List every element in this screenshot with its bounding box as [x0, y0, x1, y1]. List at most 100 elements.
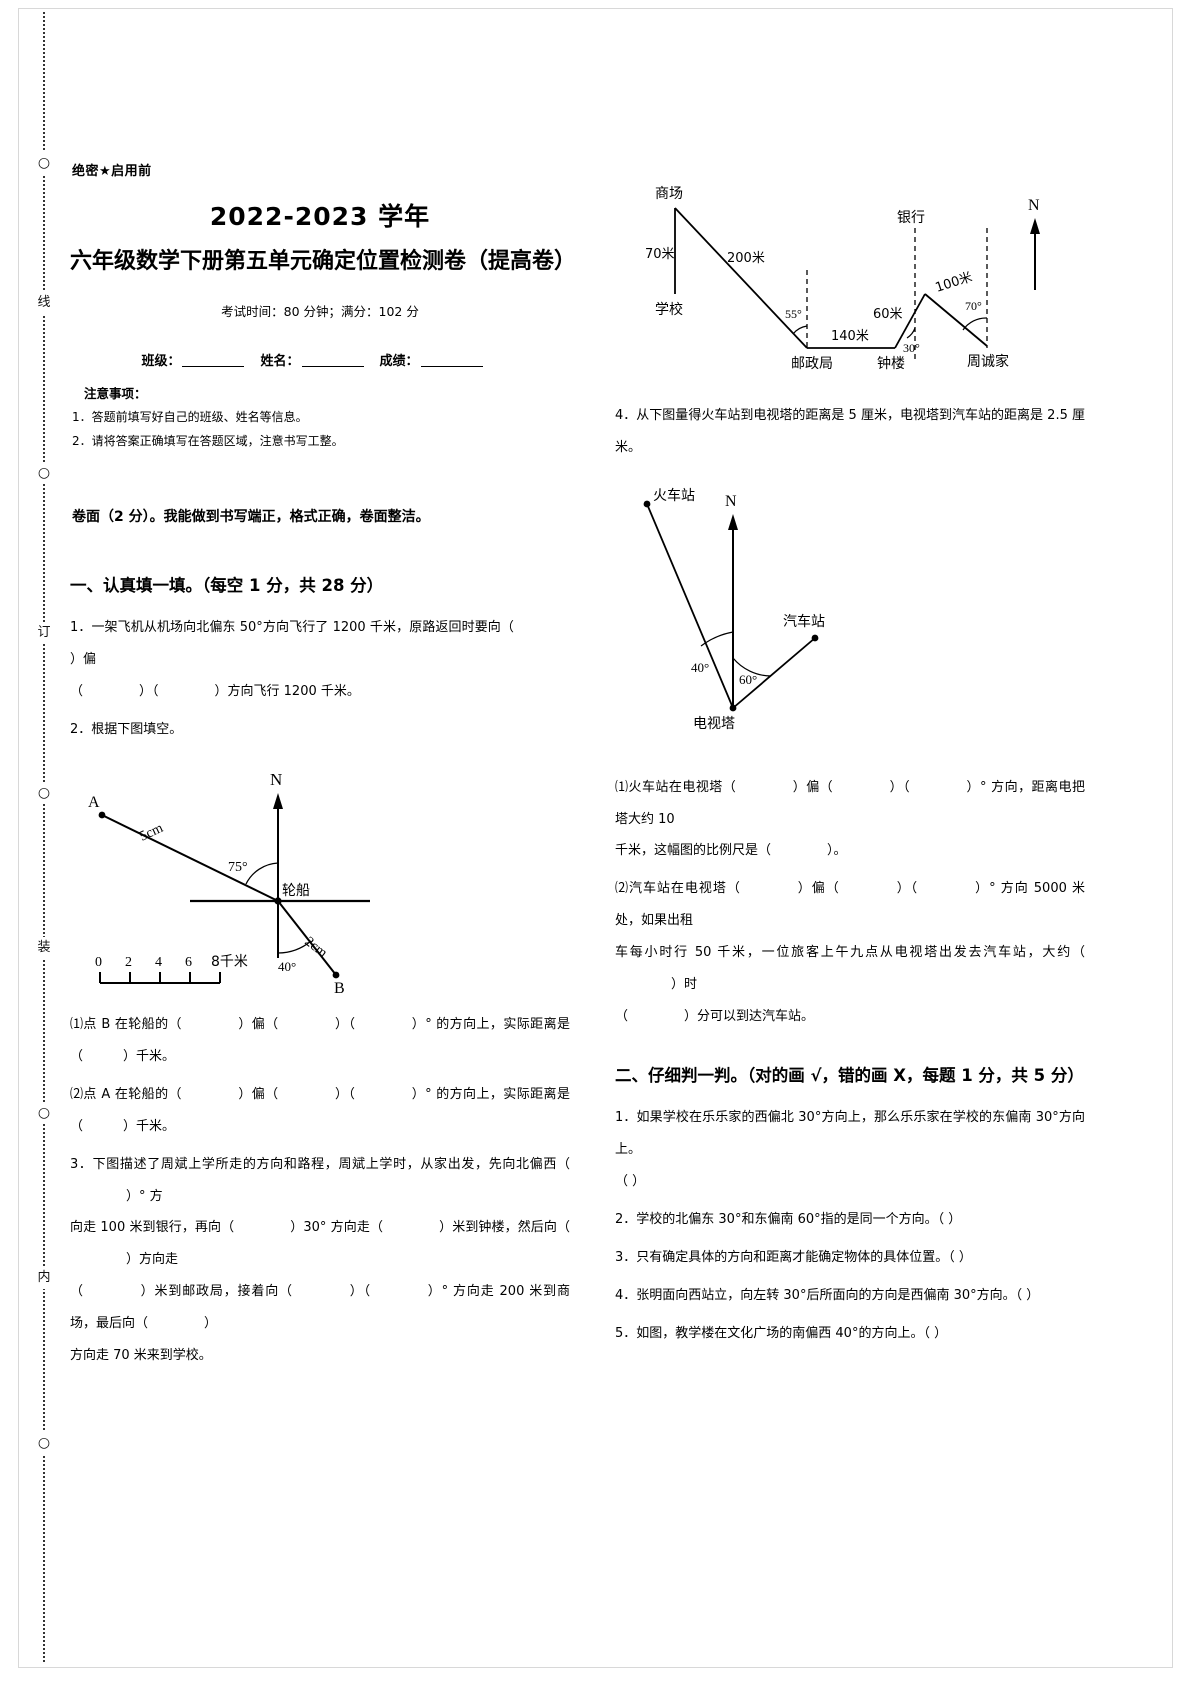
figure-ship-scale-tick-0: 0: [95, 955, 102, 970]
figure-route-node-bank: 银行: [897, 210, 925, 226]
field-input-score[interactable]: [420, 353, 483, 367]
question-1-text-e: ）方向飞行 1200 千米。: [214, 683, 360, 699]
question-4-2-text-c: ）（: [895, 881, 919, 897]
exam-title-main: 六年级数学下册第五单元确定位置检测卷（提高卷）: [70, 249, 577, 274]
question-3-text-a: 3．下图描述了周斌上学所走的方向和路程，周斌上学时，从家出发，先向北偏西（: [70, 1156, 570, 1172]
question-1-text-d: ）（: [139, 683, 159, 699]
seal-line-strip: ○ 线 ○ 订 ○ 装 ○ 内 ○: [30, 12, 58, 1662]
figure-ship-scale-bar: 0 2 4 6 8千米: [95, 954, 248, 985]
figure-station-north-label: N: [725, 493, 737, 510]
figure-route-node-mall: 商场: [655, 186, 683, 202]
figure-route-node-bell: 钟楼: [877, 355, 905, 372]
seal-char-3: 订: [32, 622, 56, 644]
seal-char-1: 线: [32, 292, 56, 314]
exam-title-year: 2022-2023 学年: [209, 202, 431, 231]
question-4-stem: 4．从下图量得火车站到电视塔的距离是 5 厘米，电视塔到汽车站的距离是 2.5 …: [615, 408, 1085, 455]
question-2-1-text-a: ⑴点 B 在轮船的（: [70, 1017, 182, 1033]
question-3-text-j: ）° 方向走 200 米到商场，最后向（: [70, 1284, 570, 1331]
question-2-2-text-c: ）（: [334, 1087, 356, 1103]
question-3-text-g: （: [70, 1284, 84, 1300]
figure-route-north-label: N: [1028, 197, 1040, 214]
seal-char-7: 内: [32, 1267, 56, 1289]
figure-route-node-home: 周诚家: [967, 353, 1009, 370]
seal-char-0: ○: [32, 152, 56, 174]
figure-ship-svg: N A 5cm 75° 轮船 B 2cm: [88, 770, 370, 997]
question-2-2-text-a: ⑵点 A 在轮船的（: [70, 1087, 182, 1103]
question-1-text-c: （: [70, 683, 84, 699]
field-label-score: 成绩：: [379, 354, 419, 369]
question-1-text-a: 1．一架飞机从机场向北偏东 50°方向飞行了 1200 千米，原路返回时要向（: [70, 620, 514, 635]
question-4-1-text-e: 千米，这幅图的比例尺是（: [615, 843, 772, 859]
figure-ship-scale-tick-4: 8千米: [211, 954, 248, 970]
question-3-text-d: ）30° 方向走（: [290, 1220, 384, 1236]
question-4-1-text-c: ）（: [889, 779, 911, 795]
paper-neatness-note: 卷面（2 分）。我能做到书写端正，格式正确，卷面整洁。: [72, 509, 430, 525]
seal-dotted-line: [43, 12, 45, 1662]
figure-ship-scale-tick-1: 2: [125, 955, 132, 970]
question-2-2: ⑵点 A 在轮船的（）偏（）（）° 的方向上，实际距离是（）千米。: [70, 1079, 570, 1143]
figure-ship-scale-tick-3: 6: [185, 955, 192, 970]
field-label-class: 班级：: [141, 354, 181, 369]
section-2-item-5: 5．如图，教学楼在文化广场的南偏西 40°的方向上。（ ）: [615, 1325, 948, 1341]
question-1: 1．一架飞机从机场向北偏东 50°方向飞行了 1200 千米，原路返回时要向（ ）…: [70, 612, 570, 708]
figure-station-angle-40: 40°: [691, 660, 709, 675]
seal-char-6: ○: [32, 1102, 56, 1124]
question-2-1-text-b: ）偏（: [237, 1017, 279, 1033]
figure-route-node-post: 邮政局: [791, 356, 833, 372]
question-1-text-b: ）偏: [70, 651, 97, 667]
figure-ship-point-b: B: [334, 980, 345, 997]
seal-char-5: 装: [32, 937, 56, 959]
question-3-text-c: 向走 100 米到银行，再向（: [70, 1220, 235, 1236]
question-4-2-text-g: （: [615, 1008, 629, 1024]
figure-route-dist-100: 100米: [934, 270, 975, 296]
field-input-class[interactable]: [182, 353, 245, 367]
seal-char-8: ○: [32, 1432, 56, 1454]
section-2-item-3: 3．只有确定具体的方向和距离才能确定物体的具体位置。（ ）: [615, 1249, 972, 1265]
right-column: 70米 商场 学校 200米 55° 邮政局 140米 钟楼 60米: [615, 160, 1085, 1355]
figure-station-bearing: N 电视塔 火车站 40° 汽车站 60°: [615, 472, 1085, 732]
question-4-1-text-a: ⑴火车站在电视塔（: [615, 779, 737, 795]
question-3: 3．下图描述了周斌上学所走的方向和路程，周斌上学时，从家出发，先向北偏西（ ）° …: [70, 1149, 570, 1372]
left-column: 绝密★启用前 2022-2023 学年 六年级数学下册第五单元确定位置检测卷（提…: [70, 160, 577, 1378]
seal-char-2: ○: [32, 462, 56, 484]
figure-ship-north-label: N: [270, 770, 282, 789]
question-4-1-text-d: ）° 方向，距离电把塔大约 10: [615, 779, 1085, 827]
question-2-2-text-b: ）偏（: [237, 1087, 279, 1103]
question-4-2: ⑵汽车站在电视塔（）偏（）（）° 方向 5000 米处，如果出租 车每小时行 5…: [615, 873, 1085, 1032]
figure-route-angle-70: 70°: [965, 299, 982, 313]
field-label-name: 姓名：: [260, 354, 300, 369]
question-4-2-text-a: ⑵汽车站在电视塔（: [615, 881, 741, 897]
figure-ship-length-a: 5cm: [137, 821, 165, 845]
figure-station-node-tvtower: 电视塔: [693, 716, 735, 732]
figure-station-node-trainstation: 火车站: [653, 487, 695, 504]
section-1-heading: 一、认真填一填。（每空 1 分，共 28 分）: [70, 576, 384, 595]
question-3-text-h: ）米到邮政局，接着向（: [139, 1284, 293, 1300]
student-fields: 班级： 姓名： 成绩：: [70, 350, 570, 369]
question-3-text-e: ）米到钟楼，然后向（: [439, 1220, 570, 1236]
page-border: [18, 8, 1173, 1668]
question-2-2-text-d: ）° 的方向上，实际距离是（: [70, 1087, 570, 1134]
figure-station-angle-60: 60°: [739, 672, 757, 687]
figure-route-map: 70米 商场 学校 200米 55° 邮政局 140米 钟楼 60米: [615, 166, 1085, 386]
question-3-text-l: 方向走 70 米来到学校。: [70, 1347, 212, 1363]
section-2-item-1-answer[interactable]: （ ）: [615, 1174, 646, 1190]
notice-item-1: 1．答题前填写好自己的班级、姓名等信息。: [72, 410, 308, 424]
question-4-2-text-f: ）时: [671, 976, 698, 992]
question-3-text-f: ）方向走: [126, 1252, 179, 1268]
figure-ship-length-b: 2cm: [302, 935, 330, 962]
figure-ship-point-a: A: [88, 794, 100, 811]
figure-route-dist-140: 140米: [831, 329, 869, 344]
question-4-2-text-e: 车每小时行 50 千米，一位旅客上午九点从电视塔出发去汽车站，大约（: [615, 944, 1085, 960]
figure-route-dist-200: 200米: [727, 251, 765, 266]
question-3-text-i: ）（: [348, 1284, 371, 1300]
section-2-item-1-text: 1．如果学校在乐乐家的西偏北 30°方向上，那么乐乐家在学校的东偏南 30°方向…: [615, 1110, 1085, 1158]
section-2-item-1: 1．如果学校在乐乐家的西偏北 30°方向上，那么乐乐家在学校的东偏南 30°方向…: [615, 1102, 1085, 1198]
field-input-name[interactable]: [301, 353, 364, 367]
question-2-1-text-c: ）（: [334, 1017, 356, 1033]
question-4-2-text-h: ）分可以到达汽车站。: [684, 1008, 815, 1024]
section-2-item-2: 2．学校的北偏东 30°和东偏南 60°指的是同一个方向。（ ）: [615, 1211, 962, 1227]
figure-route-angle-55: 55°: [785, 307, 802, 321]
figure-ship-angle-b: 40°: [278, 959, 296, 974]
question-4-1-text-b: ）偏（: [792, 779, 834, 795]
